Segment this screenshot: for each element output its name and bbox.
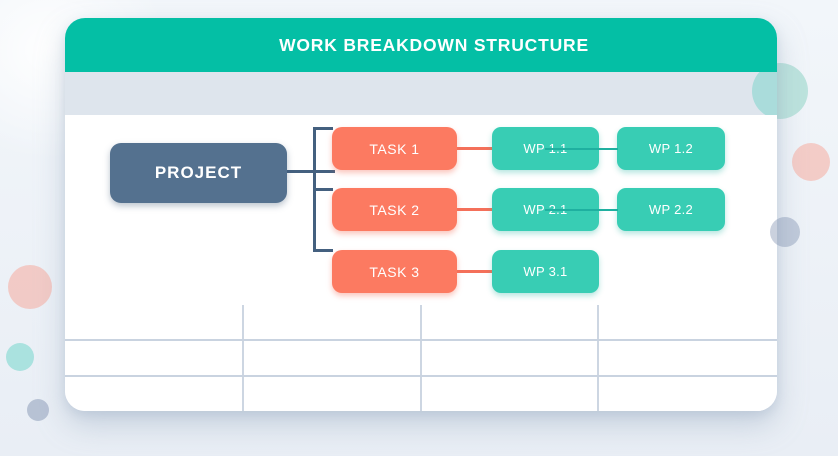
table-cell-r3c2[interactable] <box>242 375 420 411</box>
wp-2-2-box[interactable]: WP 2.2 <box>617 188 725 231</box>
connector-stub-task-3 <box>316 249 333 252</box>
table-gridline-horizontal-2 <box>65 375 777 377</box>
task-1-box[interactable]: TASK 1 <box>332 127 457 170</box>
table-cell-r1c2[interactable] <box>242 305 420 339</box>
page-title: WORK BREAKDOWN STRUCTURE <box>279 34 589 55</box>
wbs-card: WORK BREAKDOWN STRUCTURE PROJECT TASK 1 … <box>65 18 777 411</box>
table-cell-r2c4[interactable] <box>597 339 777 375</box>
connector-stub-task-1 <box>316 127 333 130</box>
table-gridline-vertical-2 <box>420 305 422 411</box>
table-gridline-vertical-3 <box>597 305 599 411</box>
decor-circle-teal-overlay <box>752 72 777 115</box>
card-header: WORK BREAKDOWN STRUCTURE <box>65 18 777 72</box>
connector-task3-wp31 <box>456 270 493 273</box>
table-cell-r2c2[interactable] <box>242 339 420 375</box>
table-cell-r1c4[interactable] <box>597 305 777 339</box>
header-sub-band <box>65 72 777 115</box>
table-cell-r1c3[interactable] <box>420 305 597 339</box>
planning-table <box>65 305 777 411</box>
wp-1-2-box[interactable]: WP 1.2 <box>617 127 725 170</box>
task-2-box[interactable]: TASK 2 <box>332 188 457 231</box>
table-cell-r1c1[interactable] <box>65 305 242 339</box>
decor-circle-teal-left <box>6 343 34 371</box>
table-cell-r2c1[interactable] <box>65 339 242 375</box>
connector-wp11-wp12 <box>545 148 618 150</box>
table-cell-r3c4[interactable] <box>597 375 777 411</box>
decor-circle-orange-left <box>8 265 52 309</box>
connector-task1-wp11 <box>456 147 493 150</box>
task-3-box[interactable]: TASK 3 <box>332 250 457 293</box>
project-box[interactable]: PROJECT <box>110 143 287 203</box>
connector-project-main <box>287 170 335 173</box>
decor-circle-gray-right <box>770 217 800 247</box>
table-cell-r3c1[interactable] <box>65 375 242 411</box>
table-cell-r3c3[interactable] <box>420 375 597 411</box>
wp-3-1-box[interactable]: WP 3.1 <box>492 250 599 293</box>
table-gridline-horizontal-1 <box>65 339 777 341</box>
decor-circle-orange-right <box>792 143 830 181</box>
table-cell-r2c3[interactable] <box>420 339 597 375</box>
connector-stub-task-2 <box>316 188 333 191</box>
decor-circle-gray-bottom-left <box>27 399 49 421</box>
connector-task2-wp21 <box>456 208 493 211</box>
table-gridline-vertical-1 <box>242 305 244 411</box>
connector-wp21-wp22 <box>545 209 618 211</box>
connector-bracket-vertical <box>313 127 316 252</box>
